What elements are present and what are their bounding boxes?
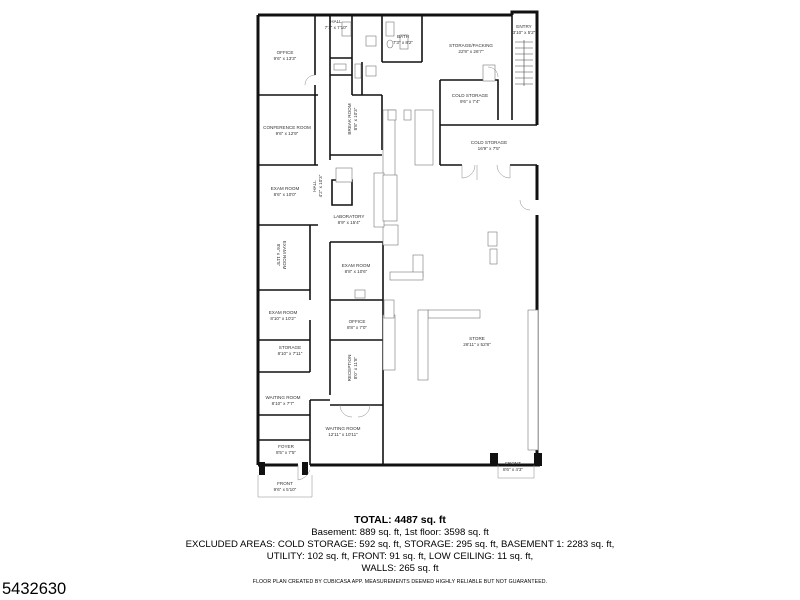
total-area: TOTAL: 4487 sq. ft: [354, 514, 446, 526]
room-hall-1-dims: 7'1" x 7'10": [325, 25, 348, 30]
room-store: STORE: [469, 336, 485, 341]
walls-area: WALLS: 265 sq. ft: [361, 563, 439, 574]
listing-id: 5432630: [2, 580, 67, 598]
room-reception: RECEPTION: [347, 355, 352, 382]
room-exam-1: EXAM ROOM: [271, 186, 300, 191]
room-front-right-dims: 8'6" x 4'3": [503, 467, 523, 472]
room-entry: ENTRY: [516, 24, 532, 29]
room-cold-storage-large-dims: 16'9" x 7'5": [478, 146, 501, 151]
room-front-left: FRONT: [277, 481, 293, 486]
excluded-areas-2: UTILITY: 102 sq. ft, FRONT: 91 sq. ft, L…: [266, 551, 534, 562]
room-waiting-1-dims: 8'10" x 7'7": [272, 401, 295, 406]
room-foyer: FOYER: [278, 444, 295, 449]
fixtures: [333, 21, 539, 451]
front-porch: [257, 465, 535, 498]
room-waiting-2-dims: 12'11" x 10'11": [328, 432, 358, 437]
doors: [297, 66, 531, 481]
disclaimer: FLOOR PLAN CREATED BY CUBICASA APP. MEAS…: [252, 579, 548, 585]
room-hall-1: HALL: [330, 19, 342, 24]
room-store-dims: 26'11" x 52'8": [463, 342, 491, 347]
room-exam-3-dims: 8'8" x 10'6": [345, 269, 368, 274]
room-break: BREAK ROOM: [347, 103, 352, 134]
room-exam-2-dims: 8'6" x 11'5": [276, 244, 281, 267]
room-conference-dims: 9'6" x 12'9": [276, 131, 299, 136]
room-front-left-dims: 9'6" x 5'10": [274, 487, 297, 492]
room-foyer-dims: 8'5" x 7'5": [276, 450, 296, 455]
room-office-1-dims: 9'6" x 13'3": [274, 56, 297, 61]
room-storage-packing: STORAGE/PACKING: [449, 43, 493, 48]
room-exam-4: EXAM ROOM: [269, 310, 298, 315]
room-hall-2-dims: 4'2" x 10'3": [318, 174, 323, 197]
room-exam-1-dims: 8'6" x 10'0": [274, 192, 297, 197]
room-cold-storage-small-dims: 9'6" x 7'4": [460, 99, 480, 104]
room-laboratory-dims: 8'9" x 15'4": [338, 220, 361, 225]
interior-walls: [258, 15, 537, 465]
room-storage-dims: 8'10" x 7'11": [278, 351, 303, 356]
stairs: [515, 40, 533, 86]
room-bath: BATH: [397, 34, 409, 39]
room-labels: OFFICE 9'6" x 13'3" HALL 7'1" x 7'10" BA…: [263, 19, 536, 492]
room-entry-dims: 3'10" x 5'2": [513, 30, 536, 35]
room-reception-dims: 8'0" x 11'8": [353, 356, 358, 379]
floor-breakdown: Basement: 889 sq. ft, 1st floor: 3598 sq…: [311, 527, 489, 538]
room-storage-packing-dims: 22'9" x 26'7": [458, 49, 484, 54]
outer-walls: [256, 10, 542, 475]
room-storage: STORAGE: [279, 345, 301, 350]
room-cold-storage-small: COLD STORAGE: [452, 93, 488, 98]
room-conference: CONFERENCE ROOM: [263, 125, 311, 130]
room-exam-4-dims: 8'10" x 10'2": [270, 316, 296, 321]
room-laboratory: LABORATORY: [334, 214, 365, 219]
room-break-dims: 8'8" x 10'3": [353, 107, 358, 130]
room-office-2-dims: 8'8" x 7'0": [347, 325, 367, 330]
room-office-2: OFFICE: [349, 319, 366, 324]
room-cold-storage-large: COLD STORAGE: [471, 140, 507, 145]
room-exam-3: EXAM ROOM: [342, 263, 371, 268]
room-waiting-1: WAITING ROOM: [265, 395, 300, 400]
room-waiting-2: WAITING ROOM: [325, 426, 360, 431]
room-hall-2: HALL: [312, 180, 317, 192]
room-bath-dims: 7'3" x 8'2": [393, 40, 413, 45]
room-front-right: FRONT: [505, 461, 521, 466]
room-office-1: OFFICE: [277, 50, 294, 55]
room-exam-2: EXAM ROOM: [282, 241, 287, 270]
excluded-areas-1: EXCLUDED AREAS: COLD STORAGE: 592 sq. ft…: [185, 539, 615, 550]
